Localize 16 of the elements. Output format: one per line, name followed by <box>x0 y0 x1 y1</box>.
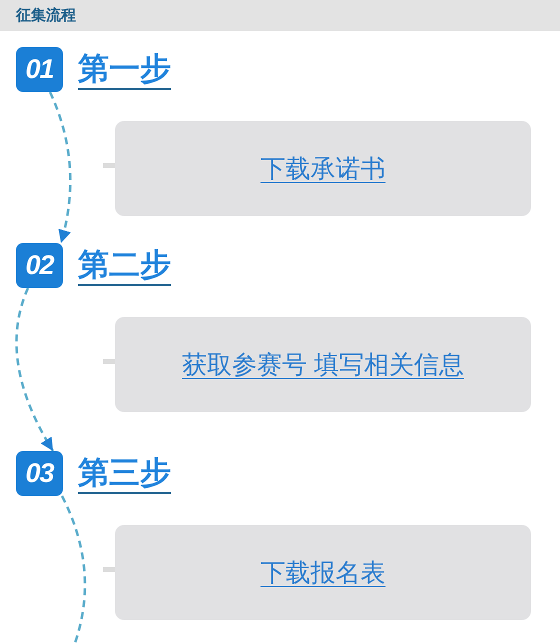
step-card <box>115 525 531 620</box>
step-label: 获取参赛号 填写相关信息 <box>182 350 464 380</box>
dashed-line <box>60 495 86 643</box>
dashed-arrow <box>48 92 72 244</box>
step-card <box>115 121 531 216</box>
step-card <box>115 317 531 412</box>
dashed-arrow <box>15 288 54 452</box>
step-number-badge: 01 <box>16 47 63 92</box>
step-number-badge: 02 <box>16 243 63 288</box>
step-number-badge: 03 <box>16 451 63 496</box>
step-heading: 第一步 <box>78 51 171 90</box>
step-label: 下载报名表 <box>260 558 386 588</box>
section-title: 征集流程 <box>16 6 76 25</box>
step-label: 下载承诺书 <box>260 154 386 184</box>
step-heading: 第二步 <box>78 247 171 286</box>
step-heading: 第三步 <box>78 455 171 494</box>
